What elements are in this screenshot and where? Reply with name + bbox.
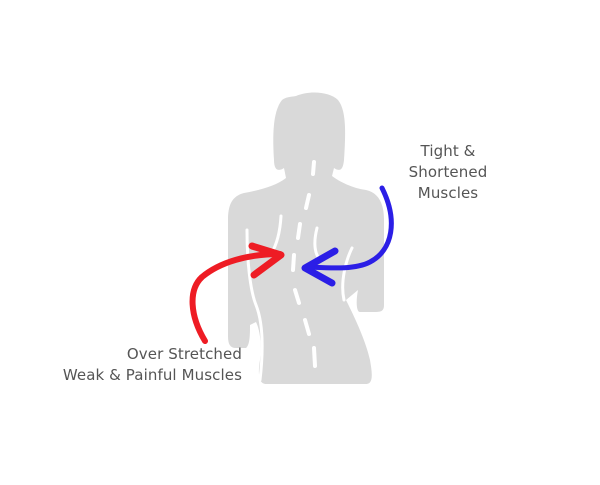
red-arrow: [189, 242, 285, 344]
overstretched-label-line1: Over Stretched: [126, 345, 242, 363]
tight-shortened-muscles-label: Tight & Shortened Muscles: [378, 141, 518, 204]
tight-label-line1: Tight &: [420, 142, 476, 160]
blue-arrow: [301, 185, 394, 287]
tight-label-line2: Shortened Muscles: [408, 163, 488, 202]
body-silhouette: [228, 92, 384, 384]
overstretched-label-line2: Weak & Painful Muscles: [62, 366, 242, 384]
overstretched-muscles-label: Over Stretched Weak & Painful Muscles: [60, 344, 242, 386]
silhouette-shape: [228, 92, 384, 384]
spine-dashed-line: [291, 160, 317, 368]
